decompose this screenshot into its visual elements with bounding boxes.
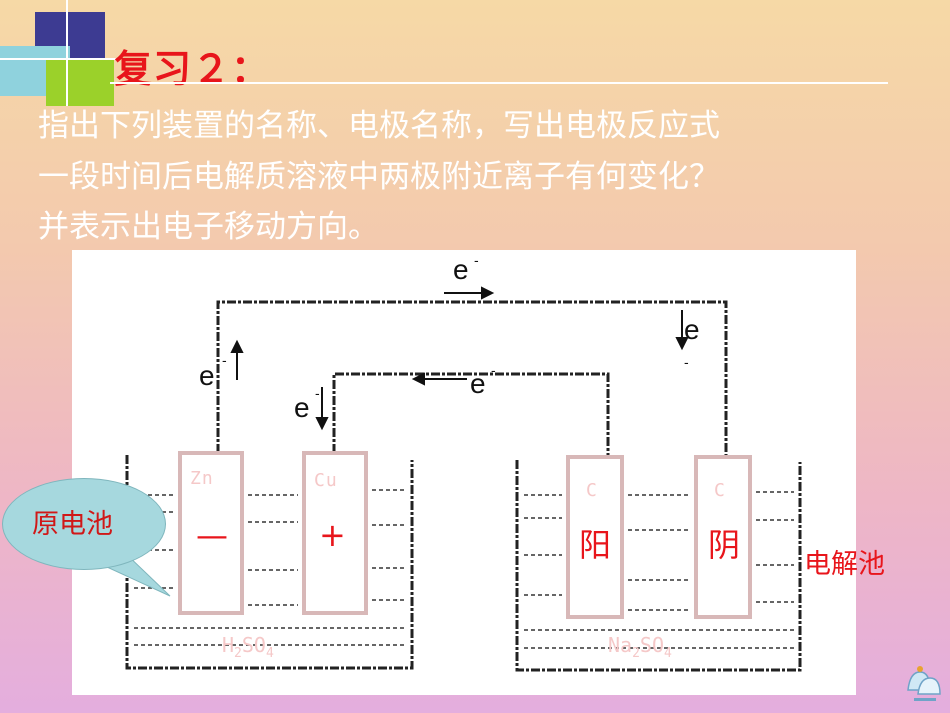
electron-charge-zn: - [222, 352, 227, 368]
question-line-3: 并表示出电子移动方向。 [38, 209, 379, 245]
electron-label-zn: e [199, 360, 215, 391]
slide-title: 复习２： [114, 47, 271, 91]
electrode-sign-positive: + [319, 516, 346, 554]
electron-label-cu: e [294, 392, 310, 423]
electrode-sign-cathode: 阴 [708, 526, 741, 564]
electrode-name-c-anode: C [586, 480, 598, 501]
electrolytic-cell-label: 电解池 [804, 549, 885, 580]
corner-decoration [0, 0, 130, 110]
electron-charge-right: - [684, 354, 689, 370]
electron-label-top: e [453, 254, 469, 285]
apparatus-diagram: e - e - e - e - e - Zn Cu C C — + 阳 阴 H2… [72, 250, 856, 695]
electron-label-middle: e [470, 368, 486, 399]
electron-label-right: e [684, 314, 700, 345]
circuit-drawing [125, 286, 802, 672]
electrode-name-zn: Zn [190, 468, 214, 489]
solution-label-na2so4: Na2SO4 [608, 633, 672, 661]
callout-label-galvanic-cell: 原电池 [32, 509, 113, 540]
question-line-2: 一段时间后电解质溶液中两极附近离子有何变化？ [38, 159, 720, 195]
electrode-sign-anode: 阳 [579, 526, 612, 564]
electrode-name-cu: Cu [314, 470, 338, 491]
electron-charge-top: - [474, 252, 479, 268]
electron-charge-cu: - [315, 385, 320, 401]
title-underline [110, 82, 888, 84]
electron-charge-middle: - [491, 362, 496, 378]
electrode-sign-negative: — [196, 516, 228, 554]
solution-label-h2so4: H2SO4 [222, 633, 274, 661]
question-line-1: 指出下列装置的名称、电极名称，写出电极反应式 [38, 108, 720, 144]
electrode-name-c-cathode: C [714, 480, 726, 501]
callout-bubble [2, 478, 166, 570]
bell-icon[interactable] [900, 660, 944, 706]
